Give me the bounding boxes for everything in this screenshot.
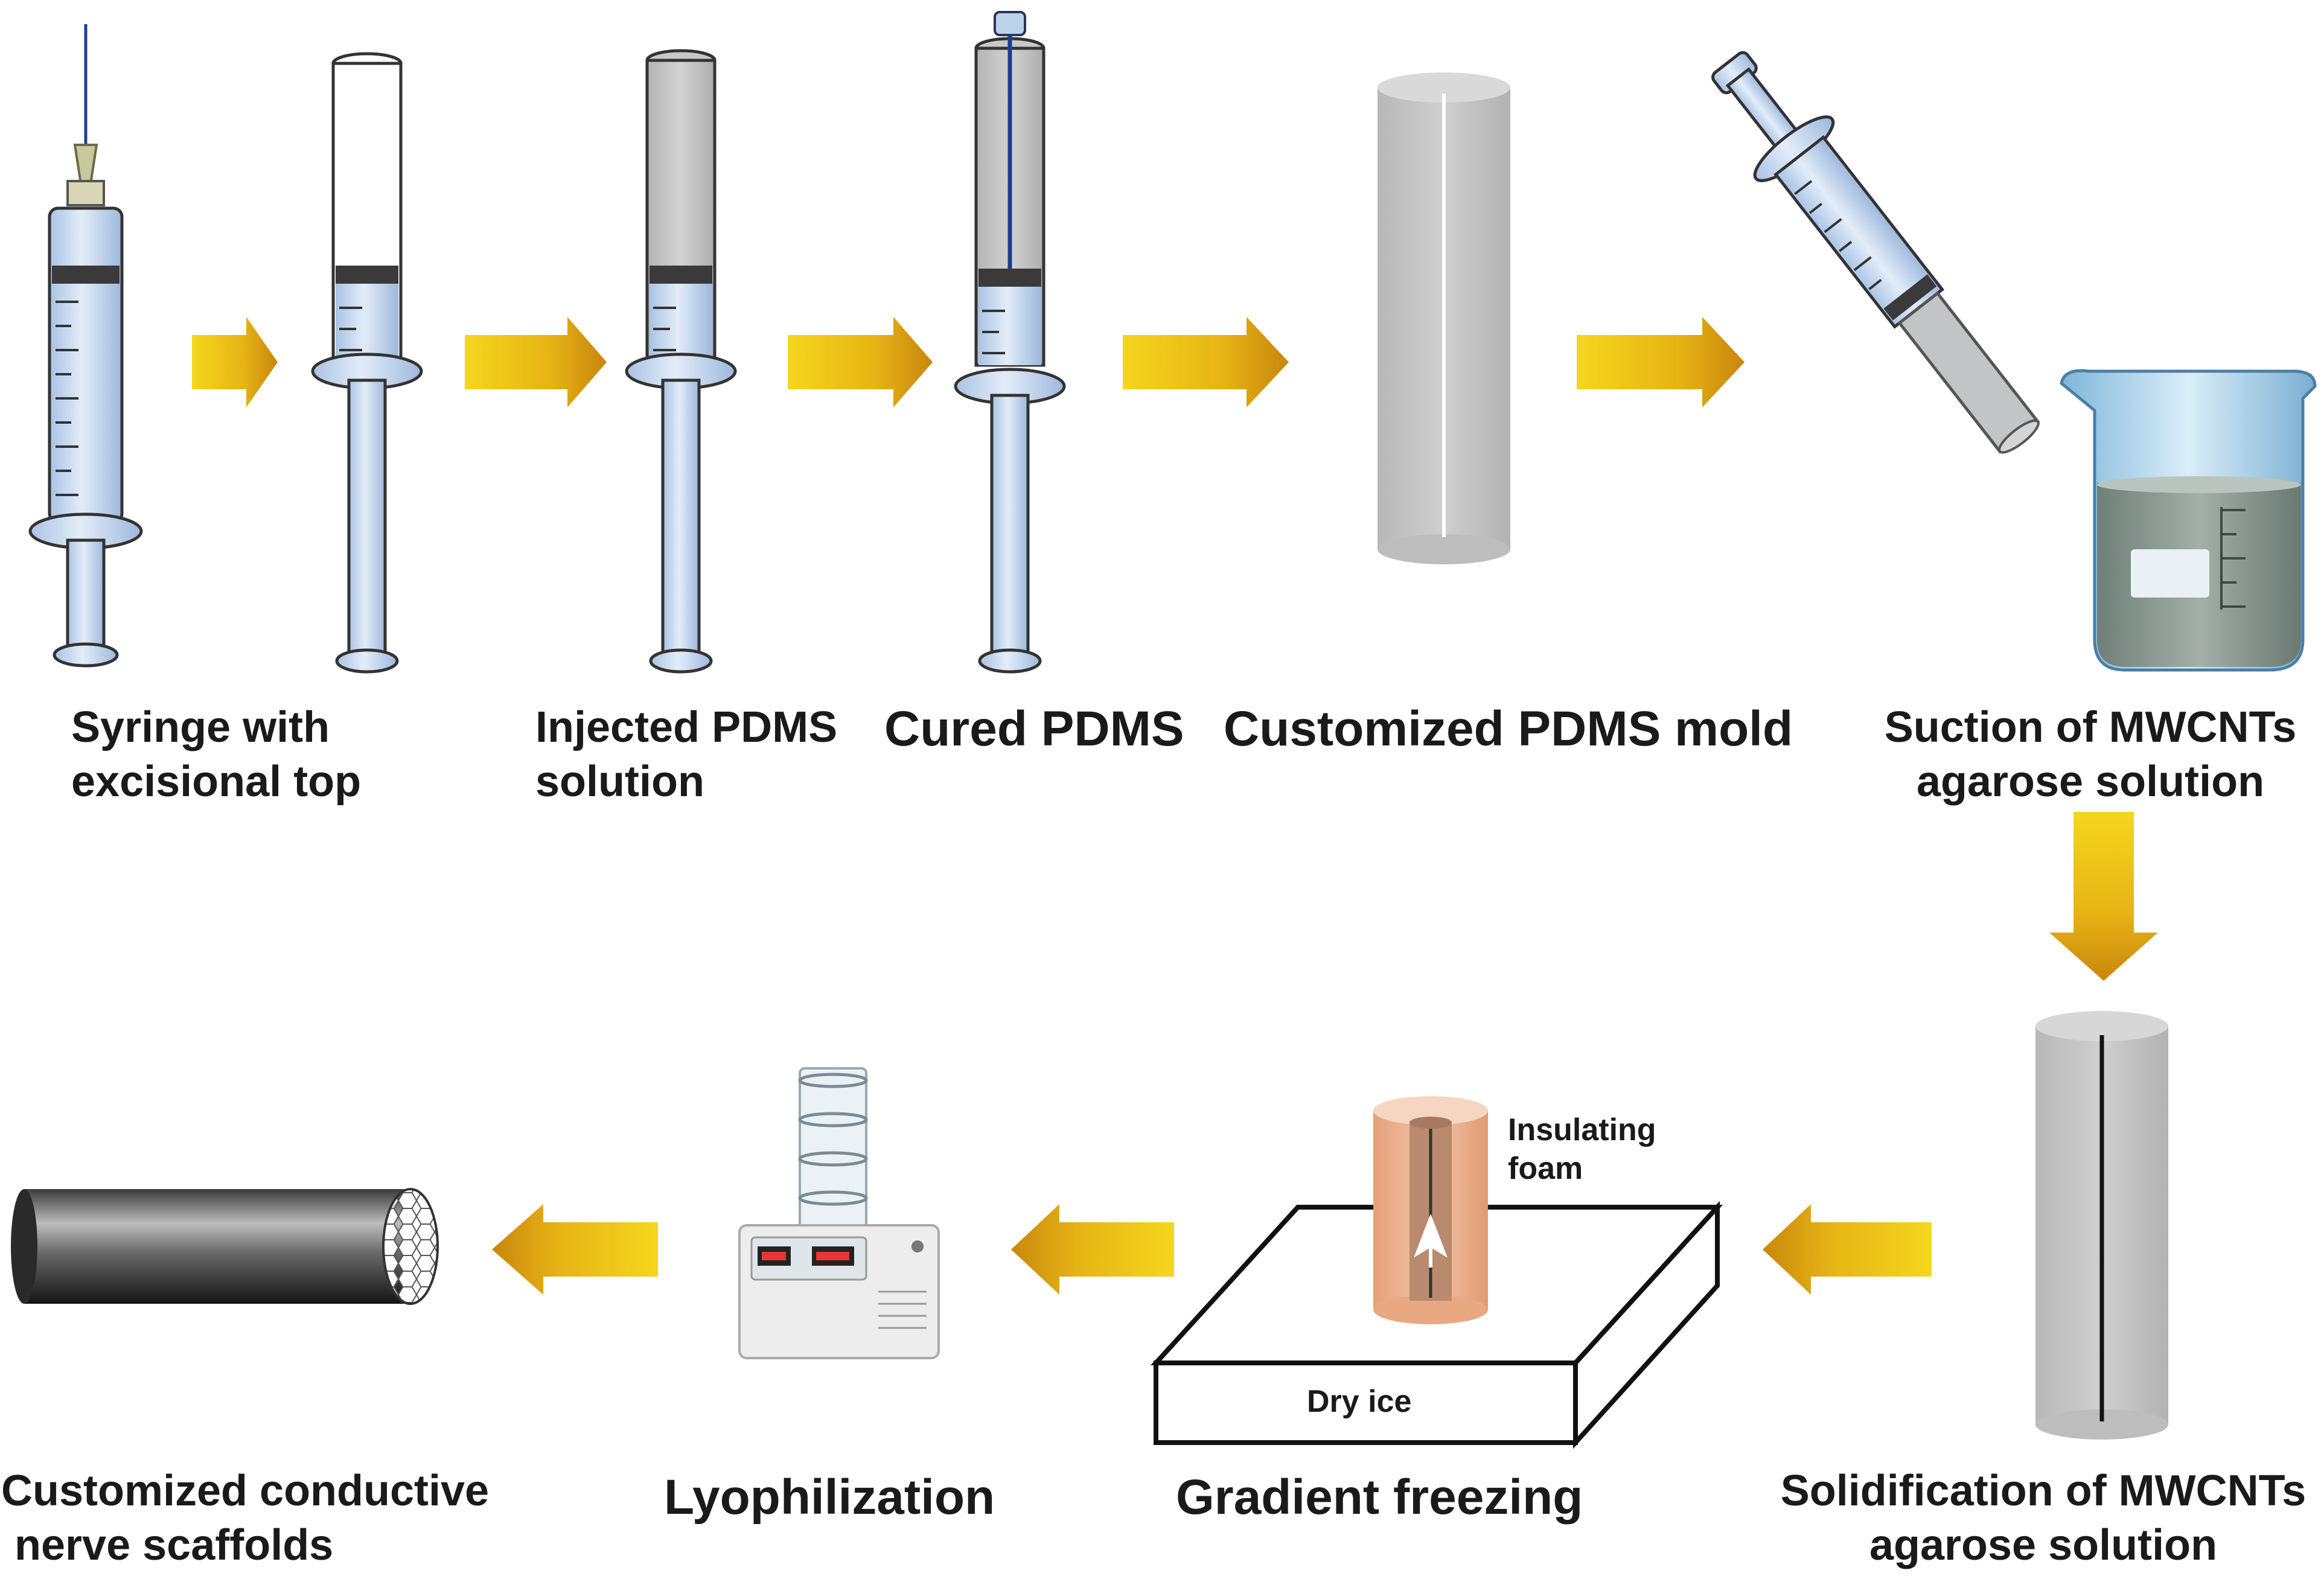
label-scaffolds-line2: nerve scaffolds xyxy=(14,1521,334,1569)
label-dry-ice: Dry ice xyxy=(1307,1384,1412,1419)
syringe-excisional-top xyxy=(311,52,423,674)
flow-arrow-5 xyxy=(1577,317,1745,407)
flow-arrow-left-3 xyxy=(492,1204,658,1295)
label-suction-line2: agarose solution xyxy=(1916,758,2265,806)
syringe-with-needle xyxy=(28,24,143,668)
label-suction: Suction of MWCNTs agarose solution xyxy=(1876,700,2305,809)
flow-arrow-left-1 xyxy=(1763,1204,1932,1295)
label-suction-line1: Suction of MWCNTs xyxy=(1884,703,2297,751)
solidified-cylinder xyxy=(2035,1011,2168,1440)
label-scaffolds-line1: Customized conductive xyxy=(1,1467,490,1515)
label-syringe-line2: excisional top xyxy=(71,758,362,806)
label-scaffolds: Customized conductive nerve scaffolds xyxy=(1,1464,489,1572)
flow-arrow-2 xyxy=(465,317,607,407)
beaker xyxy=(2060,369,2317,672)
flow-arrow-4 xyxy=(1123,317,1289,407)
nerve-scaffold-tube xyxy=(11,1188,439,1305)
pdms-mold-cylinder xyxy=(1377,72,1510,564)
tilted-syringe xyxy=(1711,51,2040,454)
label-injected-line2: solution xyxy=(535,758,704,806)
label-foam-line2: foam xyxy=(1508,1151,1583,1186)
flow-arrow-down xyxy=(2049,812,2158,981)
label-cured-pdms: Cured PDMS xyxy=(884,701,1184,756)
label-syringe-line1: Syringe with xyxy=(71,703,330,751)
flow-arrow-1 xyxy=(192,317,278,407)
label-injected-line1: Injected PDMS xyxy=(535,703,838,751)
label-gradient-freezing: Gradient freezing xyxy=(1176,1470,1583,1525)
insulating-foam-cylinder xyxy=(1373,1096,1488,1324)
label-solidification-line2: agarose solution xyxy=(1869,1521,2218,1569)
label-insulating-foam: Insulating foam xyxy=(1508,1111,1656,1188)
syringe-injected-pdms xyxy=(625,49,737,674)
label-injected-pdms: Injected PDMS solution xyxy=(535,700,837,809)
flow-arrow-3 xyxy=(788,317,933,407)
label-solidification: Solidification of MWCNTs agarose solutio… xyxy=(1772,1464,2315,1572)
label-lyophilization: Lyophilization xyxy=(664,1470,995,1525)
syringe-cured-pdms xyxy=(954,11,1066,674)
label-customized-mold: Customized PDMS mold xyxy=(1224,701,1793,756)
flow-arrow-left-2 xyxy=(1011,1204,1174,1295)
label-solidification-line1: Solidification of MWCNTs xyxy=(1780,1467,2306,1515)
dry-ice-box xyxy=(1150,1201,1723,1449)
label-foam-line1: Insulating xyxy=(1508,1112,1656,1147)
label-syringe-excisional: Syringe with excisional top xyxy=(71,700,361,809)
freeze-dryer-machine xyxy=(738,1067,940,1359)
